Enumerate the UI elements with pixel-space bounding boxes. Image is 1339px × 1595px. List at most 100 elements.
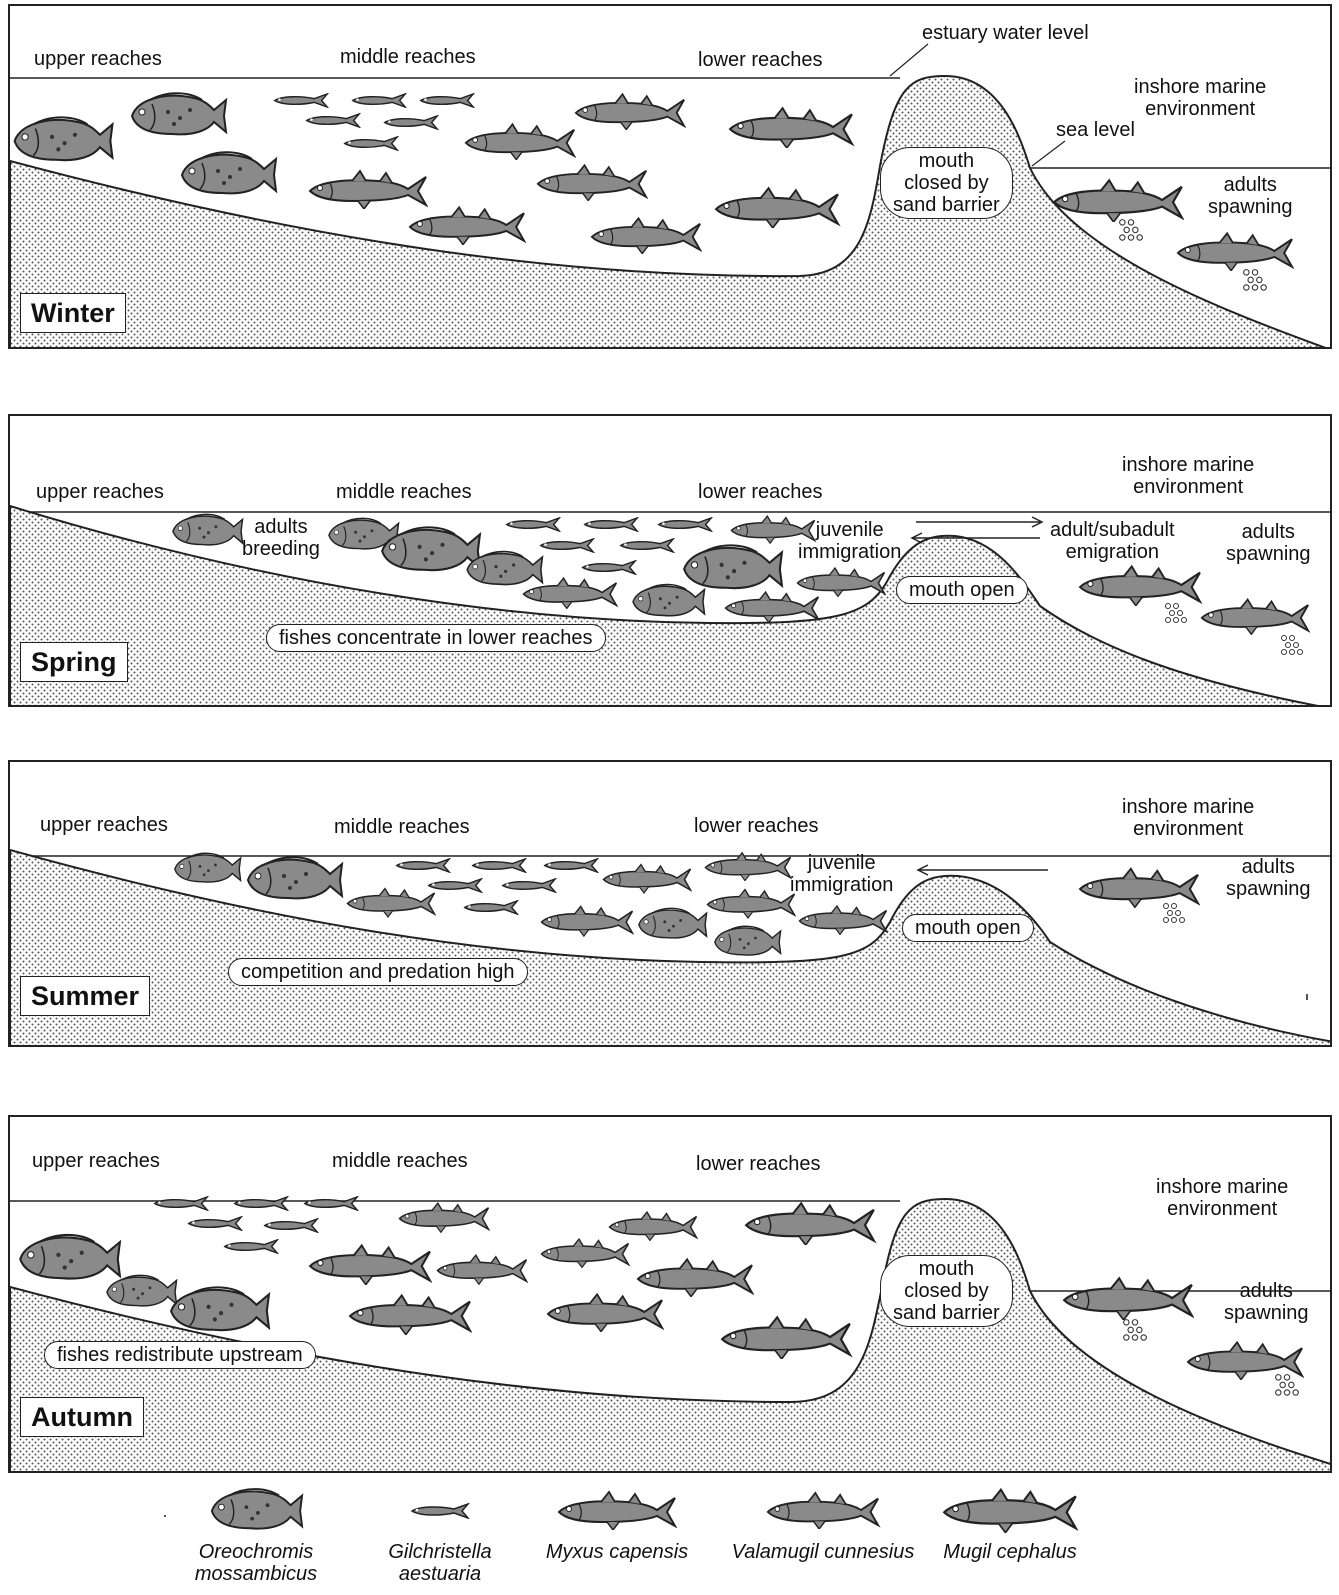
mullet-icon bbox=[636, 1258, 754, 1297]
label-lower-reaches: lower reaches bbox=[696, 1153, 821, 1175]
eggs-icon bbox=[1275, 1374, 1299, 1396]
label-lower-reaches: lower reaches bbox=[698, 49, 823, 71]
tilapia-icon bbox=[210, 1488, 304, 1530]
small-fish-icon bbox=[234, 1196, 288, 1211]
small-fish-icon bbox=[506, 517, 560, 532]
small-fish-icon bbox=[464, 900, 518, 915]
tilapia-icon bbox=[638, 907, 708, 939]
tilapia-icon bbox=[131, 92, 227, 136]
eggs-icon bbox=[1165, 603, 1187, 623]
panel-winter: upper reaches middle reaches lower reach… bbox=[8, 4, 1332, 349]
legend-species-name: Mugil cephalus bbox=[943, 1541, 1077, 1563]
label-upper-reaches: upper reaches bbox=[36, 481, 164, 503]
mullet-icon bbox=[464, 123, 576, 160]
label-middle-reaches: middle reaches bbox=[336, 481, 472, 503]
legend-species-name: Valamugil cunnesius bbox=[731, 1541, 915, 1563]
label-upper-reaches: upper reaches bbox=[40, 814, 168, 836]
small-fish-icon bbox=[620, 538, 674, 553]
mullet-icon bbox=[398, 1202, 490, 1233]
small-fish-icon bbox=[304, 1196, 358, 1211]
mullet-icon bbox=[1176, 232, 1294, 271]
mullet-icon bbox=[590, 217, 702, 254]
mullet-icon bbox=[796, 567, 886, 597]
label-inshore-marine: inshore marine environment bbox=[1122, 796, 1255, 840]
mullet-icon bbox=[602, 863, 692, 894]
tilapia-icon bbox=[170, 1286, 270, 1332]
mullet-icon bbox=[574, 93, 686, 130]
callout-mouth-closed: mouth closed by sand barrier bbox=[880, 147, 1013, 219]
label-adults-spawning: adults spawning bbox=[1226, 856, 1311, 900]
label-estuary-water-level: estuary water level bbox=[922, 22, 1089, 44]
tilapia-icon bbox=[632, 583, 706, 617]
small-fish-icon bbox=[396, 858, 450, 873]
mullet-icon bbox=[436, 1254, 528, 1285]
label-upper-reaches: upper reaches bbox=[34, 48, 162, 70]
mullet-icon bbox=[349, 1294, 471, 1335]
season-label: Autumn bbox=[20, 1397, 144, 1437]
small-fish-icon bbox=[502, 878, 556, 893]
label-lower-reaches: lower reaches bbox=[698, 481, 823, 503]
mullet-icon bbox=[522, 577, 618, 609]
small-fish-icon bbox=[428, 878, 482, 893]
tilapia-icon bbox=[19, 1233, 121, 1280]
legend-species-name: Oreochromis mossambicus bbox=[194, 1541, 318, 1585]
tilapia-icon bbox=[174, 852, 242, 883]
estuary-profile-summer bbox=[10, 848, 1330, 1045]
mullet-icon bbox=[608, 1211, 698, 1241]
label-middle-reaches: middle reaches bbox=[340, 46, 476, 68]
small-fish-icon bbox=[544, 858, 598, 873]
small-fish-icon bbox=[658, 517, 712, 532]
mullet-icon bbox=[536, 164, 648, 201]
mullet-icon bbox=[540, 1238, 630, 1268]
label-juvenile-immigration: juvenile immigration bbox=[790, 852, 894, 896]
small-fish-icon bbox=[274, 93, 328, 108]
callout-note: competition and predation high bbox=[228, 958, 528, 986]
legend-species-name: Gilchristella aestuaria bbox=[388, 1541, 492, 1585]
small-fish-icon bbox=[224, 1239, 278, 1254]
mullet-icon bbox=[706, 888, 796, 919]
mullet-icon bbox=[943, 1488, 1077, 1533]
panel-summer: upper reaches middle reaches lower reach… bbox=[8, 760, 1332, 1047]
mullet-icon bbox=[704, 852, 792, 881]
legend-species-name: Myxus capensis bbox=[545, 1541, 689, 1563]
callout-mouth-closed: mouth closed by sand barrier bbox=[880, 1255, 1013, 1327]
mullet-icon bbox=[546, 1293, 664, 1332]
season-label: Winter bbox=[20, 293, 126, 333]
small-fish-icon bbox=[584, 517, 638, 532]
panel-autumn: upper reaches middle reaches lower reach… bbox=[8, 1115, 1332, 1473]
mullet-icon bbox=[715, 187, 839, 228]
eggs-icon bbox=[1119, 219, 1143, 241]
legend-item-gilchristella: Gilchristella aestuaria bbox=[370, 1485, 510, 1585]
small-fish-icon bbox=[420, 93, 474, 108]
tilapia-icon bbox=[683, 544, 783, 590]
small-fish-icon bbox=[540, 538, 594, 553]
mullet-icon bbox=[721, 1316, 851, 1359]
small-fish-icon bbox=[352, 93, 406, 108]
mullet-icon bbox=[1079, 565, 1201, 606]
mullet-icon bbox=[729, 107, 853, 148]
mullet-icon bbox=[1186, 1341, 1304, 1380]
label-inshore-marine: inshore marine environment bbox=[1122, 454, 1255, 498]
small-fish-icon bbox=[306, 113, 360, 128]
mullet-icon bbox=[798, 905, 888, 935]
label-adults-spawning: adults spawning bbox=[1226, 521, 1311, 565]
eggs-icon bbox=[1123, 1319, 1147, 1341]
tilapia-icon bbox=[181, 151, 277, 195]
tilapia-icon bbox=[106, 1274, 178, 1307]
tilapia-icon bbox=[172, 513, 244, 546]
legend-item-myxus: Myxus capensis bbox=[532, 1485, 702, 1563]
label-middle-reaches: middle reaches bbox=[334, 816, 470, 838]
eggs-icon bbox=[1243, 269, 1267, 291]
mullet-icon bbox=[1200, 598, 1310, 635]
label-adults-spawning: adults spawning bbox=[1208, 174, 1293, 218]
mullet-icon bbox=[1078, 867, 1200, 908]
season-label: Summer bbox=[20, 976, 151, 1016]
mullet-icon bbox=[346, 887, 436, 918]
mullet-icon bbox=[1053, 179, 1183, 222]
mullet-icon bbox=[1063, 1277, 1193, 1320]
season-label: Spring bbox=[20, 642, 128, 682]
small-fish-icon bbox=[582, 560, 636, 575]
tilapia-icon bbox=[13, 116, 114, 162]
estuary-profile-autumn bbox=[10, 1196, 1330, 1471]
label-lower-reaches: lower reaches bbox=[694, 815, 819, 837]
